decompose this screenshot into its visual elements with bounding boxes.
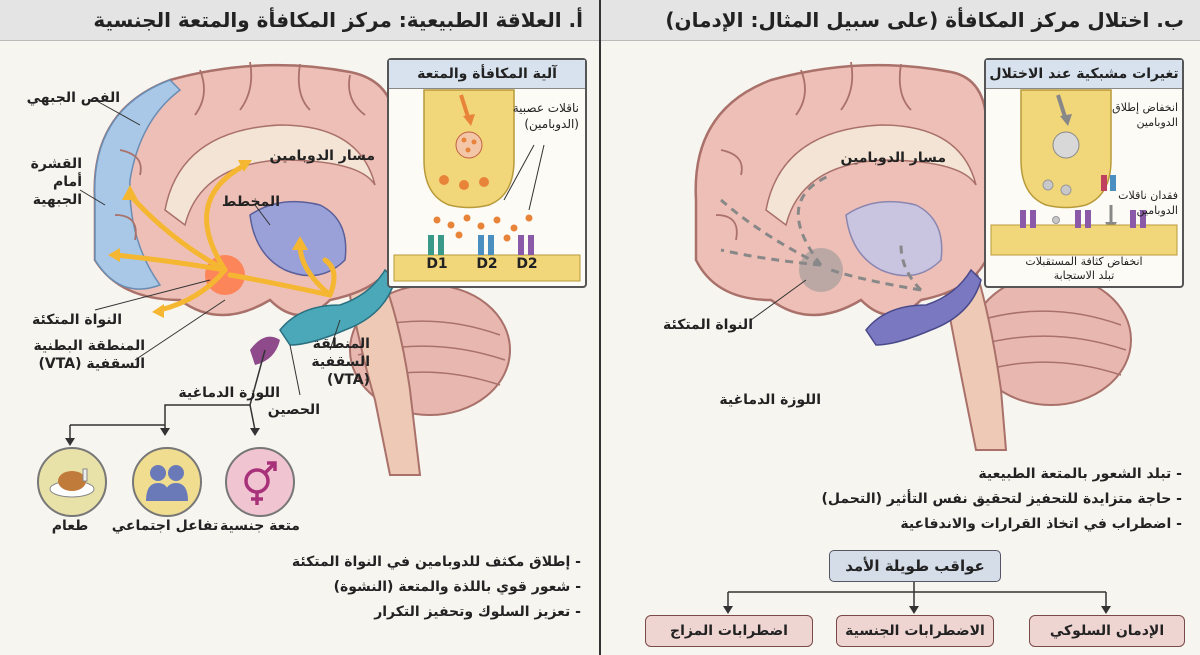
receptor-label: D1	[426, 256, 448, 272]
reduced-release-label-1: انخفاض إطلاق	[1112, 101, 1178, 114]
receptor-density-label: انخفاض كثافة المستقبلات	[1025, 255, 1143, 268]
leader-lines	[750, 279, 807, 321]
dopamine-molecules	[433, 137, 533, 242]
vta-left-label-2: السقفية (VTA)	[38, 356, 145, 372]
panel-dysfunction: ب. اختلال مركز المكافأة (على سبيل المثال…	[601, 0, 1200, 655]
stimulus-label-social: تفاعل اجتماعي	[111, 518, 219, 534]
inset-title: آلية المكافأة والمتعة	[389, 60, 585, 89]
weak-dopamine-arrows	[720, 173, 923, 292]
stimuli-arrowheads	[65, 428, 260, 446]
synaptic-changes-inset: تغيرات مشبكية عند الاختلال انخفاض إطلاق …	[984, 58, 1184, 288]
postsynaptic-membrane	[990, 224, 1178, 256]
effect-item: - اضطراب في اتخاذ القرارات والاندفاعية	[900, 516, 1182, 532]
nucleus-accumbens-dim	[799, 248, 843, 292]
receptors	[428, 235, 534, 255]
nucleus-accumbens-label: النواة المتكئة	[32, 312, 122, 328]
nt-label-2: (الدوبامين)	[524, 117, 579, 131]
stimulus-label-food: طعام	[51, 518, 89, 534]
leader-lines	[79, 99, 341, 396]
long-term-consequences-box: عواقب طويلة الأمد	[829, 550, 1001, 582]
cerebellum-folds	[978, 310, 1127, 376]
amygdala-label: اللوزة الدماغية	[178, 385, 280, 401]
reward-mechanism-inset: آلية المكافأة والمتعة	[387, 58, 587, 288]
vta-shape	[865, 268, 982, 346]
panel-header: أ. العلاقة الطبيعية: مركز المكافأة والمت…	[0, 0, 599, 41]
nt-label-1: ناقلات عصبية	[512, 101, 579, 115]
effect-item: - تعزيز السلوك وتحفيز التكرار	[374, 604, 581, 620]
gyri-lines	[114, 61, 366, 241]
gyri-lines	[715, 61, 912, 241]
striatum-shape	[249, 200, 347, 277]
vesicle	[1052, 131, 1080, 159]
prefrontal-label-2: أمام	[53, 174, 82, 190]
reduced-release-label-2: الدوبامين	[1136, 116, 1179, 129]
effect-item: - إطلاق مكثف للدوبامين في النواة المتكئة	[291, 554, 581, 570]
transporter-loss-label-1: فقدان ناقلات	[1118, 189, 1178, 202]
transporter-loss-label-2: الدوبامين	[1136, 204, 1179, 217]
natural-effects-list: - إطلاق مكثف للدوبامين في النواة المتكئة…	[292, 550, 581, 625]
prefrontal-label-3: الجبهية	[32, 192, 82, 208]
dopamine-arrowheads	[108, 160, 308, 318]
striatum-shape	[845, 200, 943, 277]
receptor-label: D2	[476, 256, 498, 272]
transporter	[1101, 175, 1116, 191]
vta-right-label-2: السقفية	[311, 354, 370, 370]
postsynaptic-membrane	[393, 254, 581, 282]
vta-right-label-3: (VTA)	[327, 372, 370, 388]
sexual-stimulus	[225, 447, 295, 517]
effect-item: - تبلد الشعور بالمتعة الطبيعية	[978, 466, 1182, 482]
panel-title: أ. العلاقة الطبيعية: مركز المكافأة والمت…	[93, 8, 583, 32]
corpus-callosum	[765, 124, 977, 227]
consequence-sexual-disorders: الاضطرابات الجنسية	[836, 615, 994, 647]
dysfunction-effects-list: - تبلد الشعور بالمتعة الطبيعية - حاجة مت…	[822, 462, 1182, 537]
inset-title: تغيرات مشبكية عند الاختلال	[986, 60, 1182, 89]
panel-natural: أ. العلاقة الطبيعية: مركز المكافأة والمت…	[0, 0, 599, 655]
prefrontal-label-1: القشرة	[30, 156, 82, 172]
consequence-behavioral-addiction: الإدمان السلوكي	[1029, 615, 1185, 647]
amygdala-label: اللوزة الدماغية	[719, 392, 821, 408]
gender-icon	[244, 461, 277, 505]
vta-right-label-1: المنطقة	[312, 336, 370, 352]
dopamine-path-label: مسار الدوبامين	[269, 148, 375, 164]
effect-item: - حاجة متزايدة للتحفيز لتحقيق نفس التأثي…	[821, 491, 1182, 507]
panel-title: ب. اختلال مركز المكافأة (على سبيل المثال…	[665, 8, 1184, 32]
social-stimulus	[132, 447, 202, 517]
consequence-mood-disorders: اضطرابات المزاج	[645, 615, 813, 647]
social-icon	[146, 465, 188, 501]
food-stimulus	[37, 447, 107, 517]
nucleus-accumbens-label: النواة المتكئة	[663, 317, 753, 333]
hippocampus-label: الحصين	[267, 402, 320, 418]
nt-leader-lines	[503, 144, 545, 211]
vesicle	[455, 131, 483, 159]
dopamine-path-label: مسار الدوبامين	[840, 150, 946, 166]
panel-divider	[599, 0, 601, 655]
frontal-lobe-label: الفص الجبهي	[26, 90, 120, 106]
stimuli-connector	[69, 349, 266, 440]
vta-left-label-1: المنطقة البطنية	[33, 338, 145, 354]
receptors-reduced	[1020, 210, 1146, 228]
stimulus-label-sexual: متعة جنسية	[220, 518, 300, 534]
synapse-diagram-dysfunction	[990, 89, 1178, 256]
brain-illustration-natural	[65, 61, 511, 476]
receptor-label: D2	[516, 256, 538, 272]
food-icon	[49, 468, 95, 498]
synapse-diagram	[393, 89, 581, 282]
effect-item: - شعور قوي باللذة والمتعة (النشوة)	[333, 579, 581, 595]
dopamine-arrows	[112, 162, 337, 313]
blunted-response-label: تبلد الاستجابة	[1053, 269, 1115, 282]
corpus-callosum	[164, 124, 376, 227]
prefrontal-cortex	[93, 79, 182, 290]
panel-header: ب. اختلال مركز المكافأة (على سبيل المثال…	[601, 0, 1200, 41]
brain-illustration-dysfunction	[694, 61, 1132, 451]
striatum-label: المخطط	[221, 194, 280, 210]
